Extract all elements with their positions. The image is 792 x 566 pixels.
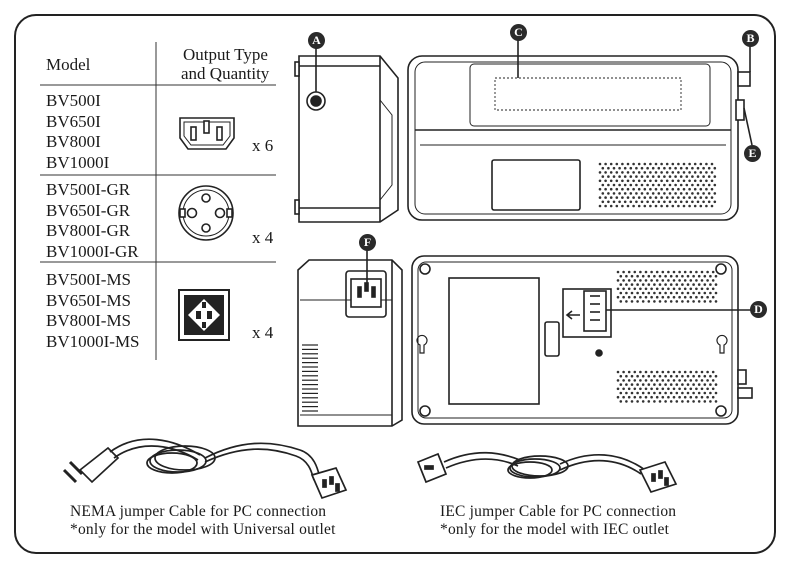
model-name: BV1000I — [46, 152, 110, 172]
model-name: BV1000I-GR — [46, 241, 139, 261]
header-output-type: Output Type — [183, 45, 268, 64]
schuko-outlet-icon — [178, 185, 234, 241]
ups-bottom-vent-dots — [616, 270, 718, 403]
model-list-gr: BV500I-GR BV650I-GR BV800I-GR BV1000I-GR — [46, 180, 139, 262]
model-name: BV650I-GR — [46, 200, 131, 220]
model-list-ms: BV500I-MS BV650I-MS BV800I-MS BV1000I-MS — [46, 270, 140, 352]
callout-c: C — [510, 24, 527, 41]
model-name: BV650I-MS — [46, 290, 132, 310]
model-name: BV500I-MS — [46, 270, 132, 289]
quantity-ms: x 4 — [252, 323, 274, 342]
callout-b: B — [742, 30, 759, 47]
model-list-iec: BV500I BV650I BV800I BV1000I — [46, 91, 109, 173]
universal-outlet-icon — [178, 289, 230, 341]
quantity-gr: x 4 — [252, 228, 274, 247]
callout-d: D — [750, 301, 767, 318]
model-name: BV800I-GR — [46, 221, 131, 240]
ups-top-view — [407, 36, 753, 221]
callout-f: F — [359, 234, 376, 251]
ups-side-vent-slots — [302, 344, 318, 412]
header-quantity: and Quantity — [181, 64, 270, 83]
iec-jumper-cable — [416, 451, 678, 494]
model-name: BV1000I-MS — [46, 331, 140, 351]
nema-cable-title: NEMA jumper Cable for PC connection — [70, 503, 327, 520]
ups-top-vent-dots — [598, 162, 717, 208]
callout-a: A — [308, 32, 325, 49]
diagram-frame — [14, 14, 776, 554]
nema-cable-note: *only for the model with Universal outle… — [70, 520, 336, 538]
table-grid — [40, 42, 276, 360]
model-name: BV500I-GR — [46, 180, 131, 199]
ups-side-view-top — [294, 48, 399, 223]
ups-bottom-view — [411, 255, 758, 425]
quantity-iec: x 6 — [252, 136, 274, 155]
iec-cable-caption: IEC jumper Cable for PC connection *only… — [440, 503, 676, 538]
model-name: BV500I — [46, 91, 101, 110]
iec-cable-title: IEC jumper Cable for PC connection — [440, 503, 677, 520]
model-name: BV650I — [46, 111, 101, 131]
iec-c13-outlet-icon — [179, 117, 235, 150]
nema-cable-caption: NEMA jumper Cable for PC connection *onl… — [70, 503, 336, 538]
model-name: BV800I — [46, 132, 101, 151]
nema-jumper-cable — [62, 438, 348, 500]
ups-side-view-bottom — [297, 248, 403, 427]
callout-e: E — [744, 145, 761, 162]
model-name: BV800I-MS — [46, 311, 132, 330]
header-model: Model — [46, 55, 91, 74]
iec-cable-note: *only for the model with IEC outlet — [440, 520, 670, 538]
